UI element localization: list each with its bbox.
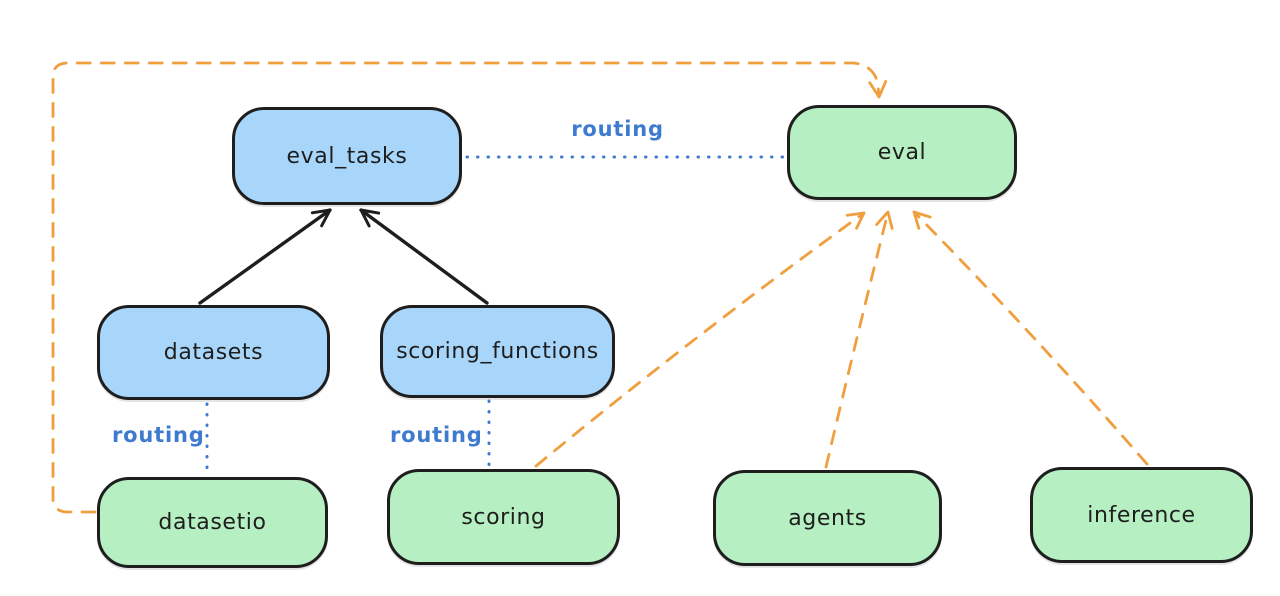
- node-inference-label: inference: [1087, 502, 1196, 528]
- node-datasets[interactable]: datasets: [97, 305, 330, 400]
- node-scoring-functions[interactable]: scoring_functions: [380, 305, 615, 398]
- node-eval-label: eval: [877, 140, 927, 165]
- edge-datasets-to-eval-tasks: [198, 208, 332, 305]
- node-eval-tasks-label: eval_tasks: [286, 143, 408, 169]
- node-scoring-functions-label: scoring_functions: [396, 339, 599, 364]
- node-scoring-label: scoring: [461, 504, 546, 530]
- edge-datasetio-to-eval-loop: [51, 61, 888, 514]
- node-scoring[interactable]: scoring: [387, 469, 620, 565]
- node-eval-tasks[interactable]: eval_tasks: [232, 107, 462, 205]
- edge-label-routing-eval-tasks-eval: routing: [571, 117, 664, 141]
- edge-scoring-functions-to-eval-tasks: [359, 208, 489, 305]
- node-eval[interactable]: eval: [787, 105, 1017, 200]
- node-inference[interactable]: inference: [1030, 467, 1253, 563]
- node-datasetio[interactable]: datasetio: [97, 477, 328, 568]
- edge-scoring-to-eval: [534, 211, 866, 468]
- edge-agents-to-eval: [824, 210, 894, 469]
- node-datasets-label: datasets: [163, 340, 264, 365]
- node-datasetio-label: datasetio: [158, 510, 267, 535]
- edge-label-routing-scoring-functions-scoring: routing: [390, 423, 483, 447]
- edge-label-routing-datasets-datasetio: routing: [112, 423, 205, 447]
- node-agents[interactable]: agents: [713, 470, 942, 566]
- edge-inference-to-eval: [912, 210, 1149, 466]
- node-agents-label: agents: [788, 505, 867, 531]
